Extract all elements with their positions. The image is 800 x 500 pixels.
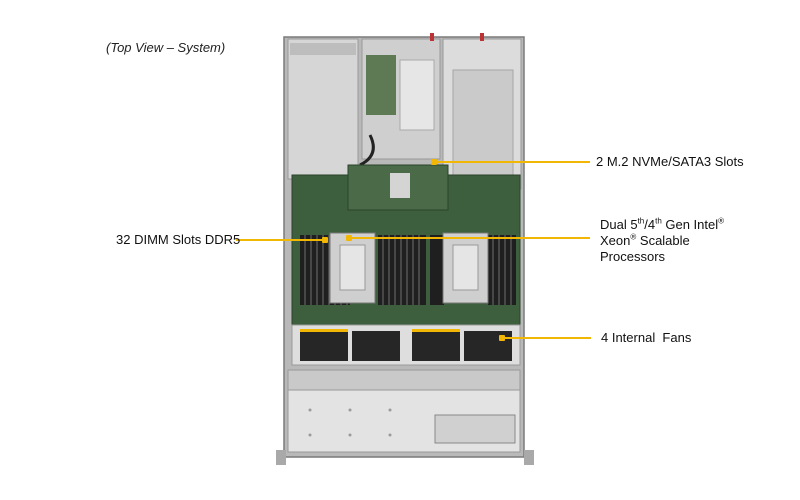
- fans-leader-dot: [499, 335, 505, 341]
- dimm-slots-label: 32 DIMM Slots DDR5: [116, 232, 241, 247]
- m2-slots-label: 2 M.2 NVMe/SATA3 Slots: [596, 154, 744, 169]
- dimm-leader-dot: [322, 237, 328, 243]
- fans-leader-line: [503, 337, 591, 339]
- fans-label: 4 Internal Fans: [601, 330, 692, 345]
- server-chassis-image: [276, 33, 534, 465]
- dimm-leader-line: [236, 239, 326, 241]
- processors-label: Dual 5th/4th Gen Intel® Xeon® Scalable P…: [600, 216, 725, 264]
- cpu-leader-line: [350, 237, 590, 239]
- cpu-leader-dot: [346, 235, 352, 241]
- view-caption: (Top View – System): [106, 40, 226, 55]
- m2-leader-line: [435, 161, 590, 163]
- m2-leader-dot: [431, 159, 437, 165]
